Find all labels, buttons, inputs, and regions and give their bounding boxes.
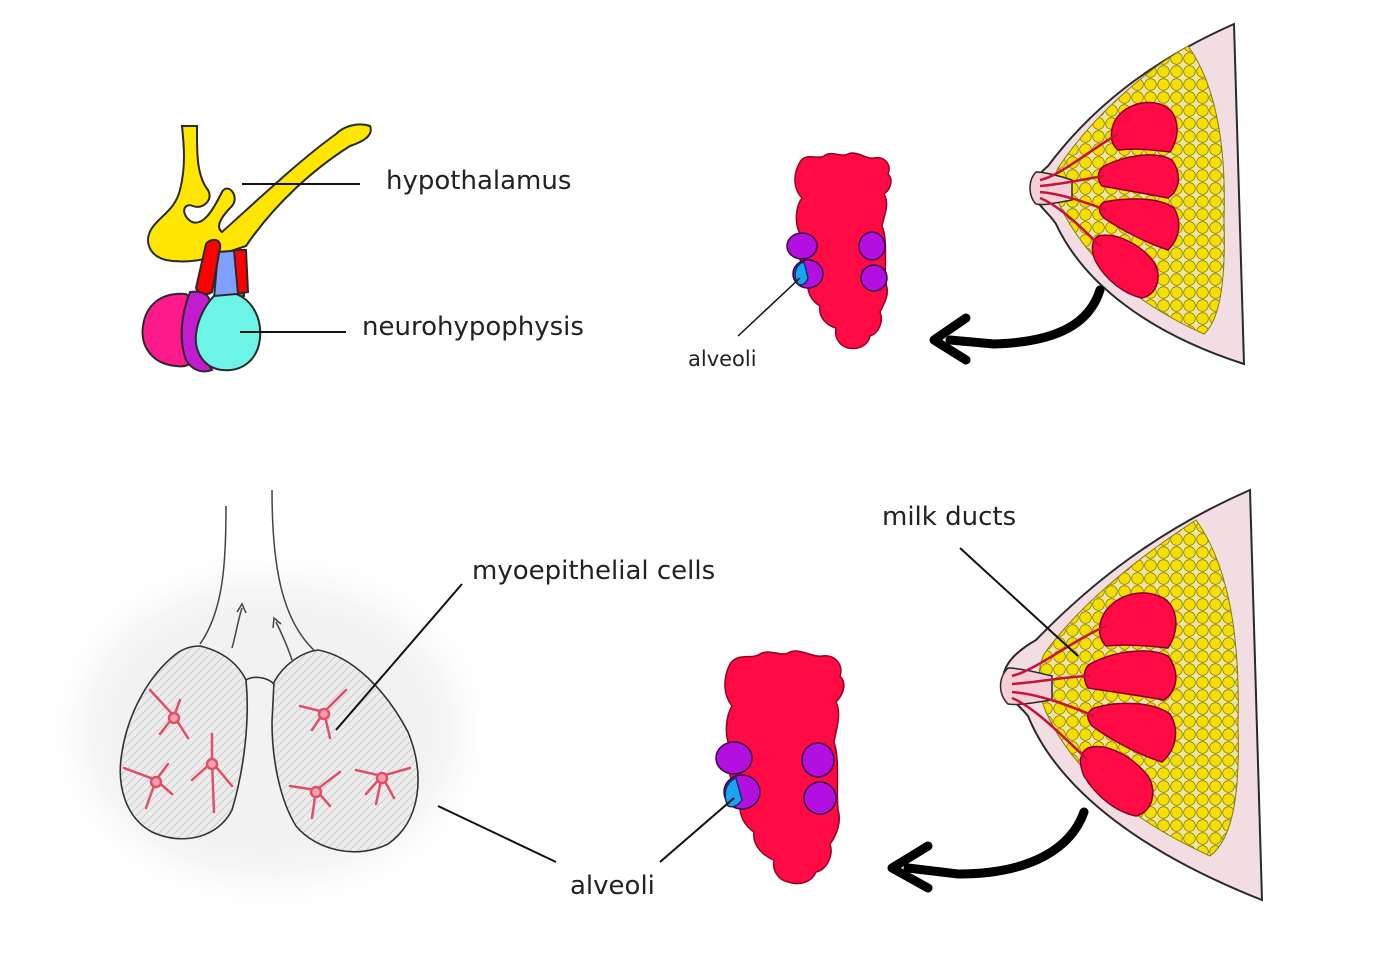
myoepithelial-cells-label: myoepithelial cells — [472, 556, 716, 586]
neurohypophysis-shape — [194, 292, 262, 372]
lobule-top — [737, 152, 892, 350]
stalk-right-red — [232, 249, 250, 296]
milk-ducts-label: milk ducts — [882, 502, 1017, 532]
breast-top-lobe-2 — [1097, 154, 1180, 199]
breast-top — [929, 22, 1246, 366]
breast-top-lobe-4 — [1091, 234, 1159, 299]
hypothalamus-label: hypothalamus — [386, 166, 572, 196]
breast-top-lobe-3 — [1098, 198, 1180, 251]
myoepithelial-cell-network — [122, 688, 412, 820]
flow-arrow-right — [275, 621, 293, 661]
alveoli-large-leader-line-right — [659, 797, 735, 863]
flow-arrow-left — [231, 607, 243, 649]
breast-bottom-lobe-4 — [1079, 745, 1154, 817]
breast-bottom-curved-arrow — [903, 807, 1089, 879]
breast-bottom-lobe-3 — [1087, 702, 1177, 763]
alveolus-bottom-blue-cap — [724, 776, 743, 808]
alveoli-large-leader-line-left — [437, 805, 557, 863]
breast-top-curved-arrow — [945, 285, 1105, 349]
alveolus-bottom-right-2 — [803, 781, 837, 815]
alveolus-sac-right — [271, 649, 419, 853]
breast-bottom — [887, 488, 1264, 902]
neurohypophysis-label: neurohypophysis — [362, 312, 584, 342]
lobule-bottom — [659, 650, 845, 885]
breast-bottom-lobe-2 — [1083, 650, 1177, 701]
pituitary-illustration — [141, 123, 372, 373]
breast-bottom-lobe-1 — [1098, 592, 1177, 649]
alveoli-large-label: alveoli — [570, 871, 655, 901]
sketched-alveoli-illustration — [80, 489, 557, 880]
alveolus-top-right-1 — [858, 231, 886, 261]
breast-top-lobe-1 — [1110, 101, 1178, 153]
breast-bottom-arrow-head — [887, 841, 933, 893]
alveoli-small-label: alveoli — [688, 347, 757, 371]
myoepithelial-leader-line — [335, 583, 463, 731]
alveolus-top-right-2 — [860, 264, 888, 292]
hypothalamus-shape — [147, 123, 372, 263]
milk-ducts-leader-line — [959, 547, 1079, 657]
breast-top-arrow-head — [929, 313, 971, 365]
alveolus-top-left-1 — [786, 232, 818, 260]
breast-bottom-ducts — [1011, 624, 1107, 761]
duct-left-wall — [199, 505, 227, 645]
alveoli-small-leader-line — [737, 277, 801, 337]
alveolus-bottom-right-1 — [801, 742, 835, 778]
alveolus-bottom-left-1 — [715, 741, 753, 775]
breast-top-ducts — [1039, 132, 1119, 247]
duct-right-wall — [271, 489, 317, 653]
